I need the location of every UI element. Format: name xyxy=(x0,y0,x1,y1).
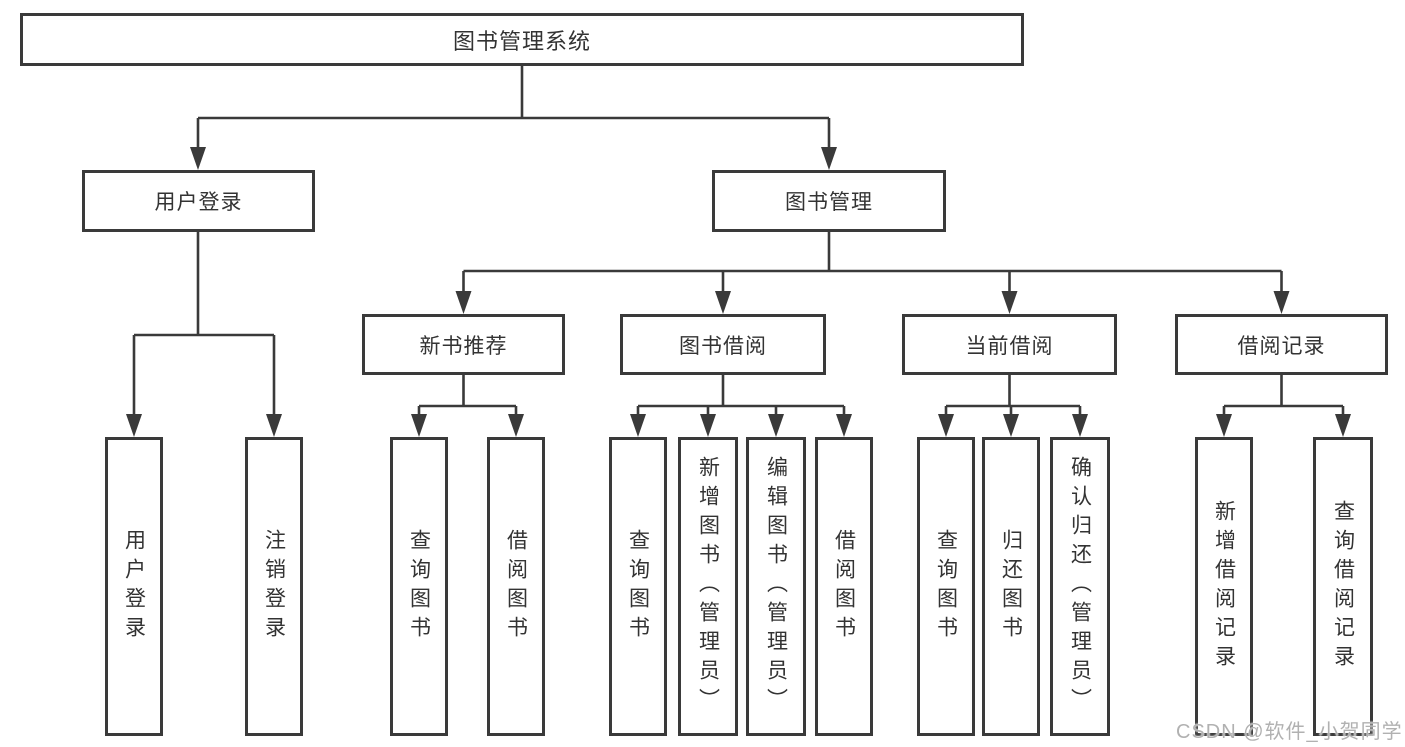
leaf-confirm-return-admin: 确认归还（管理员） xyxy=(1050,437,1110,736)
node-borrowing-records-label: 借阅记录 xyxy=(1237,334,1326,358)
leaf-add-books-admin-label: 新增图书（管理员） xyxy=(696,456,720,717)
arrowhead xyxy=(836,414,852,437)
leaf-logout-label: 注销登录 xyxy=(262,528,286,645)
leaf-query-books-recommend-label: 查询图书 xyxy=(407,528,431,645)
leaf-borrow-books-borrowing-label: 借阅图书 xyxy=(832,528,856,645)
leaf-borrow-books-recommend: 借阅图书 xyxy=(487,437,545,736)
connector-book-borrowing-to-leaves xyxy=(630,375,852,437)
leaf-confirm-return-admin-label: 确认归还（管理员） xyxy=(1068,456,1092,717)
node-book-borrowing-label: 图书借阅 xyxy=(679,334,767,358)
arrowhead xyxy=(190,147,206,170)
node-borrowing-records: 借阅记录 xyxy=(1175,314,1388,375)
leaf-add-books-admin: 新增图书（管理员） xyxy=(678,437,738,736)
leaf-query-books-current-label: 查询图书 xyxy=(934,528,958,645)
watermark: CSDN @软件_小贺同学 xyxy=(1176,721,1403,743)
connector-root-to-level2 xyxy=(190,66,837,170)
arrowhead xyxy=(411,414,427,437)
arrowhead xyxy=(938,414,954,437)
arrowhead xyxy=(1273,291,1290,314)
leaf-borrow-books-borrowing: 借阅图书 xyxy=(815,437,873,736)
leaf-add-borrow-record: 新增借阅记录 xyxy=(1195,437,1253,736)
connector-current-borrowing-to-leaves xyxy=(938,375,1088,437)
leaf-edit-books-admin-label: 编辑图书（管理员） xyxy=(764,456,788,717)
arrowhead xyxy=(1072,414,1088,437)
leaf-return-books: 归还图书 xyxy=(982,437,1040,736)
arrowhead xyxy=(768,414,784,437)
node-current-borrowing-label: 当前借阅 xyxy=(965,334,1054,358)
arrowhead xyxy=(630,414,646,437)
leaf-query-borrow-record: 查询借阅记录 xyxy=(1313,437,1373,736)
leaf-user-login-label: 用户登录 xyxy=(122,528,146,645)
node-root: 图书管理系统 xyxy=(20,13,1024,66)
connector-book-management-to-sections xyxy=(455,232,1290,314)
connector-new-book-recommend-to-leaves xyxy=(411,375,524,437)
leaf-user-login: 用户登录 xyxy=(105,437,163,736)
leaf-borrow-books-recommend-label: 借阅图书 xyxy=(504,528,528,645)
node-current-borrowing: 当前借阅 xyxy=(902,314,1117,375)
arrowhead xyxy=(1216,414,1232,437)
leaf-return-books-label: 归还图书 xyxy=(999,528,1023,645)
node-user-login: 用户登录 xyxy=(82,170,315,232)
arrowhead xyxy=(1335,414,1351,437)
arrowhead xyxy=(715,291,731,314)
leaf-query-books-borrowing: 查询图书 xyxy=(609,437,667,736)
connector-user-login-to-leaves xyxy=(126,232,282,437)
connector-borrowing-records-to-leaves xyxy=(1216,375,1351,437)
arrowhead xyxy=(1003,414,1019,437)
arrowhead xyxy=(508,414,524,437)
node-user-login-label: 用户登录 xyxy=(154,191,243,214)
leaf-query-books-borrowing-label: 查询图书 xyxy=(626,528,650,645)
node-book-borrowing: 图书借阅 xyxy=(620,314,826,375)
node-book-management-label: 图书管理 xyxy=(785,191,873,214)
node-book-management: 图书管理 xyxy=(712,170,946,232)
node-root-label: 图书管理系统 xyxy=(452,28,591,54)
node-new-book-recommend: 新书推荐 xyxy=(362,314,565,375)
arrowhead xyxy=(700,414,716,437)
leaf-add-borrow-record-label: 新增借阅记录 xyxy=(1212,499,1236,674)
leaf-query-borrow-record-label: 查询借阅记录 xyxy=(1331,499,1355,674)
leaf-logout: 注销登录 xyxy=(245,437,303,736)
leaf-query-books-current: 查询图书 xyxy=(917,437,975,736)
leaf-edit-books-admin: 编辑图书（管理员） xyxy=(746,437,806,736)
arrowhead xyxy=(455,291,472,314)
arrowhead xyxy=(126,414,142,437)
arrowhead xyxy=(821,147,837,170)
arrowhead xyxy=(266,414,282,437)
node-new-book-recommend-label: 新书推荐 xyxy=(419,334,508,358)
leaf-query-books-recommend: 查询图书 xyxy=(390,437,448,736)
arrowhead xyxy=(1001,291,1018,314)
